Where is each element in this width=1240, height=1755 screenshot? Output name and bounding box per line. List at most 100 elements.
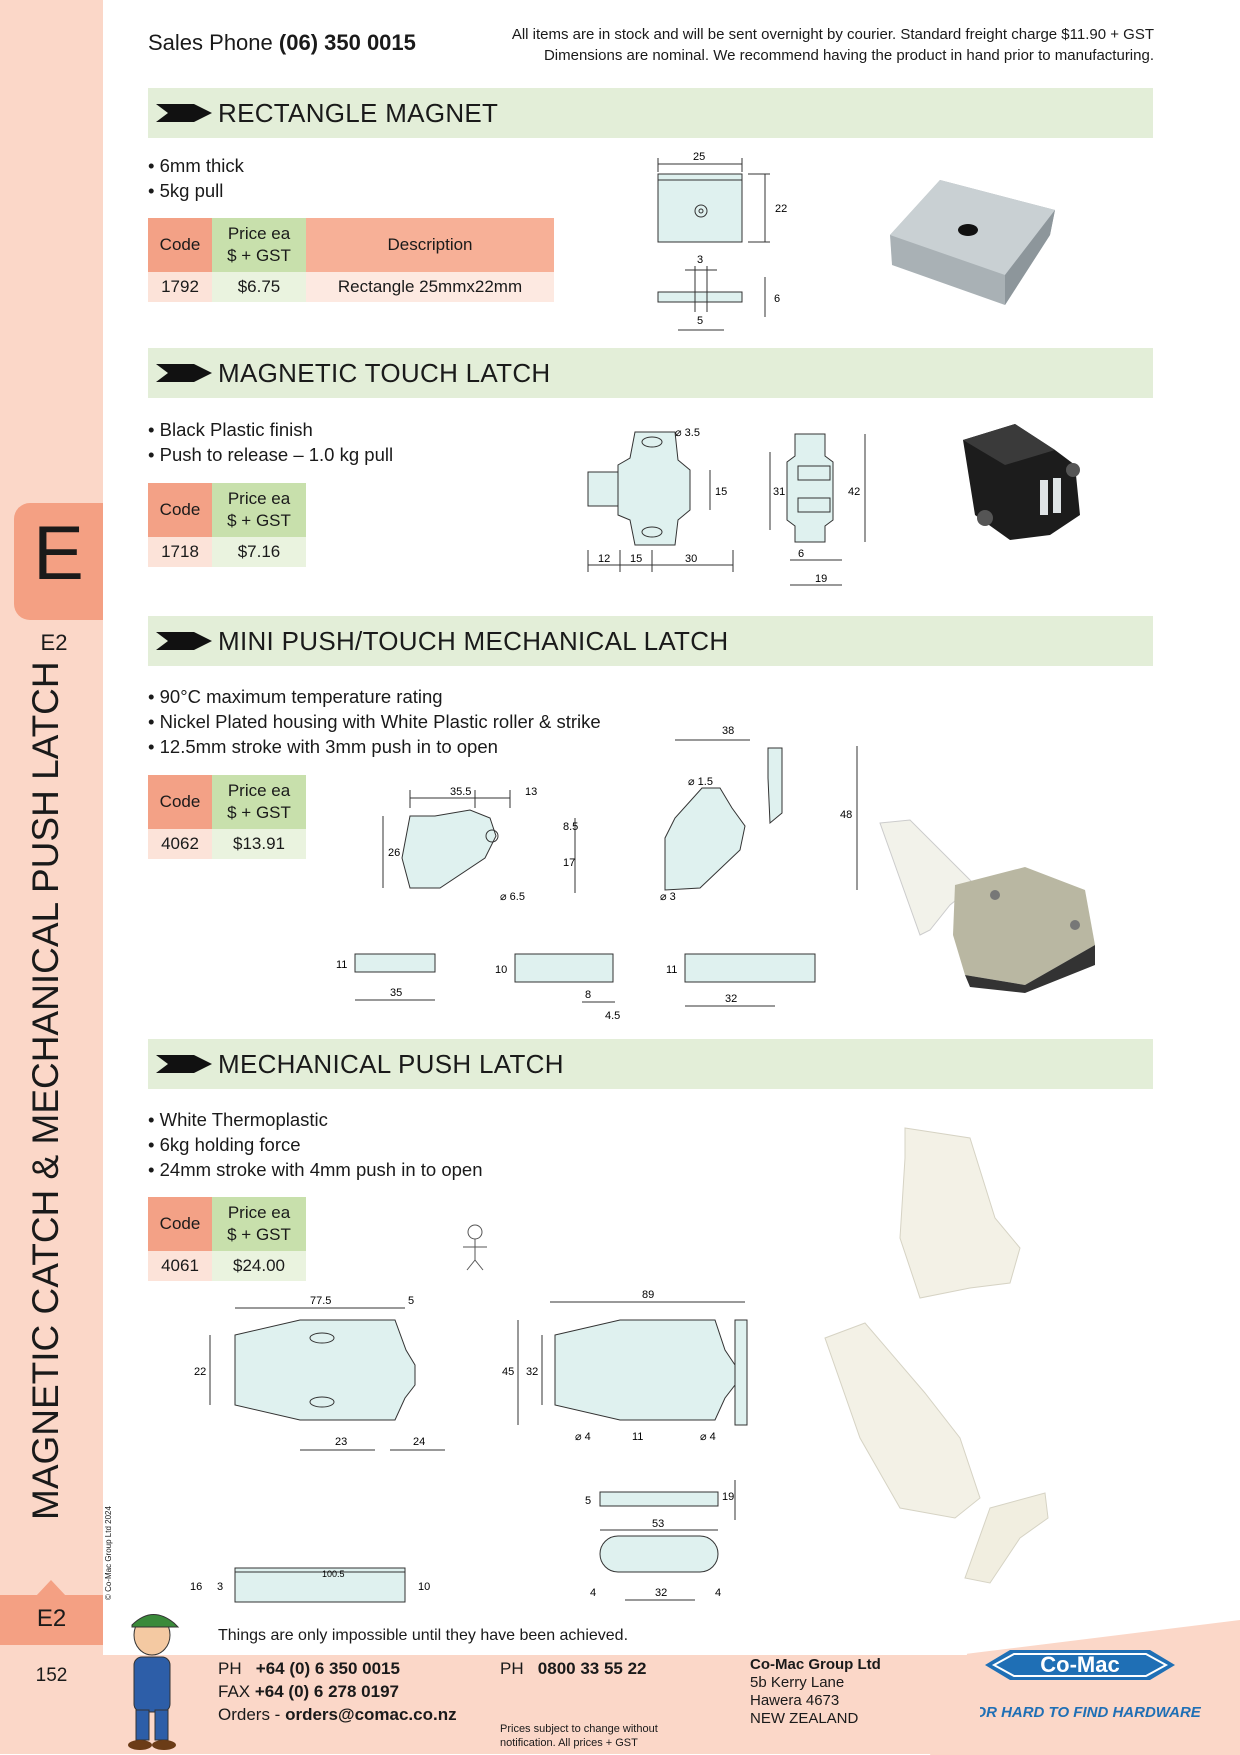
list-item: White Thermoplastic	[148, 1107, 483, 1132]
dimension-label: 19	[722, 1491, 734, 1503]
phone-number[interactable]: +64 (0) 6 350 0015	[255, 1659, 400, 1678]
copyright-notice: © Co-Mac Group Ltd 2024	[104, 1506, 113, 1600]
logo-text: Co-Mac	[1040, 1652, 1119, 1677]
table-row: 4062 $13.91	[148, 829, 306, 859]
list-item: 24mm stroke with 4mm push in to open	[148, 1157, 483, 1182]
orders-email[interactable]: orders@comac.co.nz	[285, 1705, 457, 1724]
address-line: NEW ZEALAND	[750, 1710, 859, 1727]
notice-line: All items are in stock and will be sent …	[511, 26, 1154, 43]
notice-line: Dimensions are nominal. We recommend hav…	[543, 47, 1154, 64]
sales-phone: Sales Phone (06) 350 0015	[148, 30, 416, 56]
list-item: Nickel Plated housing with White Plastic…	[148, 709, 601, 734]
list-item: Black Plastic finish	[148, 417, 393, 442]
arrow-icon	[156, 632, 212, 650]
dimension-label: 13	[525, 786, 537, 798]
mascot-icon	[128, 1614, 180, 1750]
list-item: 12.5mm stroke with 3mm push in to open	[148, 734, 601, 759]
section-title: MAGNETIC TOUCH LATCH	[218, 358, 551, 388]
sales-phone-label: Sales Phone	[148, 30, 273, 55]
fax-label: FAX	[218, 1682, 251, 1701]
feature-list: 90°C maximum temperature rating Nickel P…	[148, 684, 601, 759]
dimension-label: 6	[798, 548, 804, 560]
mini-push-latch-drawing: 35.5 13 26 8.5 17 ⌀ 6.5 38 ⌀ 1.5 48 ⌀ 3 …	[336, 725, 858, 1022]
sidebar	[0, 0, 103, 1754]
dimension-label: 32	[526, 1366, 538, 1378]
footer-contacts: PH +64 (0) 6 350 0015 FAX +64 (0) 6 278 …	[218, 1657, 457, 1726]
price-table: Code Price ea$ + GST Description 1792 $6…	[148, 218, 554, 302]
list-item: Push to release – 1.0 kg pull	[148, 442, 393, 467]
dimension-label: 4	[590, 1587, 596, 1599]
disclaimer-line: Prices subject to change without	[500, 1723, 658, 1735]
section-bar-mechanical-push-latch: MECHANICAL PUSH LATCH	[148, 1039, 1153, 1089]
table-header-code: Code	[148, 775, 212, 829]
list-item: 90°C maximum temperature rating	[148, 684, 601, 709]
page-number: 152	[35, 1665, 68, 1686]
freephone: PH 0800 33 55 22	[500, 1657, 647, 1680]
table-row: 1792 $6.75 Rectangle 25mmx22mm	[148, 272, 554, 302]
dimension-label: 8.5	[563, 821, 578, 833]
dimension-label: 5	[408, 1295, 414, 1307]
product-price: $24.00	[212, 1251, 306, 1281]
dimension-label: 25	[693, 151, 705, 163]
mascot-sketch-icon	[463, 1224, 487, 1271]
table-header-code: Code	[148, 483, 212, 537]
magnetic-touch-latch-drawing: ⌀ 3.5 15 31 42 12 15 30 6 19	[587, 427, 866, 586]
dimension-label: 48	[840, 809, 852, 821]
dimension-label: 100.5	[322, 1569, 345, 1579]
company-address: Co-Mac Group Ltd 5b Kerry Lane Hawera 46…	[750, 1656, 881, 1728]
section-tab[interactable]	[14, 503, 103, 620]
product-price: $6.75	[212, 272, 306, 302]
dimension-label: 38	[722, 725, 734, 737]
dimension-label: 15	[630, 553, 642, 565]
dimension-label: 3	[697, 254, 703, 266]
product-price: $7.16	[212, 537, 306, 567]
dimension-label: 8	[585, 989, 591, 1001]
freephone-number[interactable]: 0800 33 55 22	[537, 1659, 647, 1678]
dimension-label: 11	[336, 959, 347, 971]
dimension-label: 15	[715, 486, 727, 498]
dimension-label: 35.5	[450, 786, 471, 798]
table-header-description: Description	[306, 218, 554, 272]
dimension-label: 11	[632, 1431, 643, 1443]
price-table: Code Price ea$ + GST 1718 $7.16	[148, 483, 306, 567]
dimension-label: 19	[815, 573, 827, 585]
dimension-label: 5	[585, 1495, 591, 1507]
footer-motto: Things are only impossible until they ha…	[218, 1627, 629, 1644]
feature-list: White Thermoplastic 6kg holding force 24…	[148, 1107, 483, 1182]
comac-logo[interactable]: Co-Mac FOR HARD TO FIND HARDWARE	[980, 1648, 1205, 1728]
dimension-label: 26	[388, 847, 400, 859]
phone-label: PH	[218, 1659, 242, 1678]
dimension-label: 53	[652, 1518, 664, 1530]
subsection-label: E2	[40, 630, 68, 655]
company-name: Co-Mac Group Ltd	[750, 1656, 881, 1673]
dimension-label: 23	[335, 1436, 347, 1448]
dimension-label: 17	[563, 857, 575, 869]
price-disclaimer: Prices subject to change without notific…	[500, 1722, 658, 1750]
bottom-tab	[0, 1595, 103, 1645]
dimension-label: 77.5	[310, 1295, 331, 1307]
list-item: 6mm thick	[148, 153, 244, 178]
rectangle-magnet-photo	[890, 180, 1055, 305]
dimension-label: 32	[725, 993, 737, 1005]
table-header-code: Code	[148, 1197, 212, 1251]
dimension-label: 4	[715, 1587, 721, 1599]
dimension-label: 22	[775, 203, 787, 215]
freephone-label: PH	[500, 1659, 524, 1678]
section-bar-magnetic-touch-latch: MAGNETIC TOUCH LATCH	[148, 348, 1153, 398]
section-title: MECHANICAL PUSH LATCH	[218, 1049, 564, 1079]
product-code: 1718	[148, 537, 212, 567]
dimension-label: 6	[774, 293, 780, 305]
price-table: Code Price ea$ + GST 4062 $13.91	[148, 775, 306, 859]
arrow-icon	[156, 364, 212, 382]
magnetic-touch-latch-photo	[963, 424, 1080, 540]
product-price: $13.91	[212, 829, 306, 859]
dimension-label: 32	[655, 1587, 667, 1599]
rectangle-magnet-drawing: 25 22 3 5 6	[657, 151, 787, 331]
dimension-label: ⌀ 1.5	[688, 776, 713, 788]
product-code: 4062	[148, 829, 212, 859]
mechanical-push-latch-drawing: 77.5 5 22 23 24 89 45 32 ⌀ 4 11 ⌀ 4 16 3…	[190, 1290, 748, 1603]
section-title: RECTANGLE MAGNET	[218, 98, 499, 128]
section-bar-mini-push-latch: MINI PUSH/TOUCH MECHANICAL LATCH	[148, 616, 1153, 666]
dimension-label: 16	[190, 1581, 202, 1593]
dimension-label: 24	[413, 1436, 425, 1448]
